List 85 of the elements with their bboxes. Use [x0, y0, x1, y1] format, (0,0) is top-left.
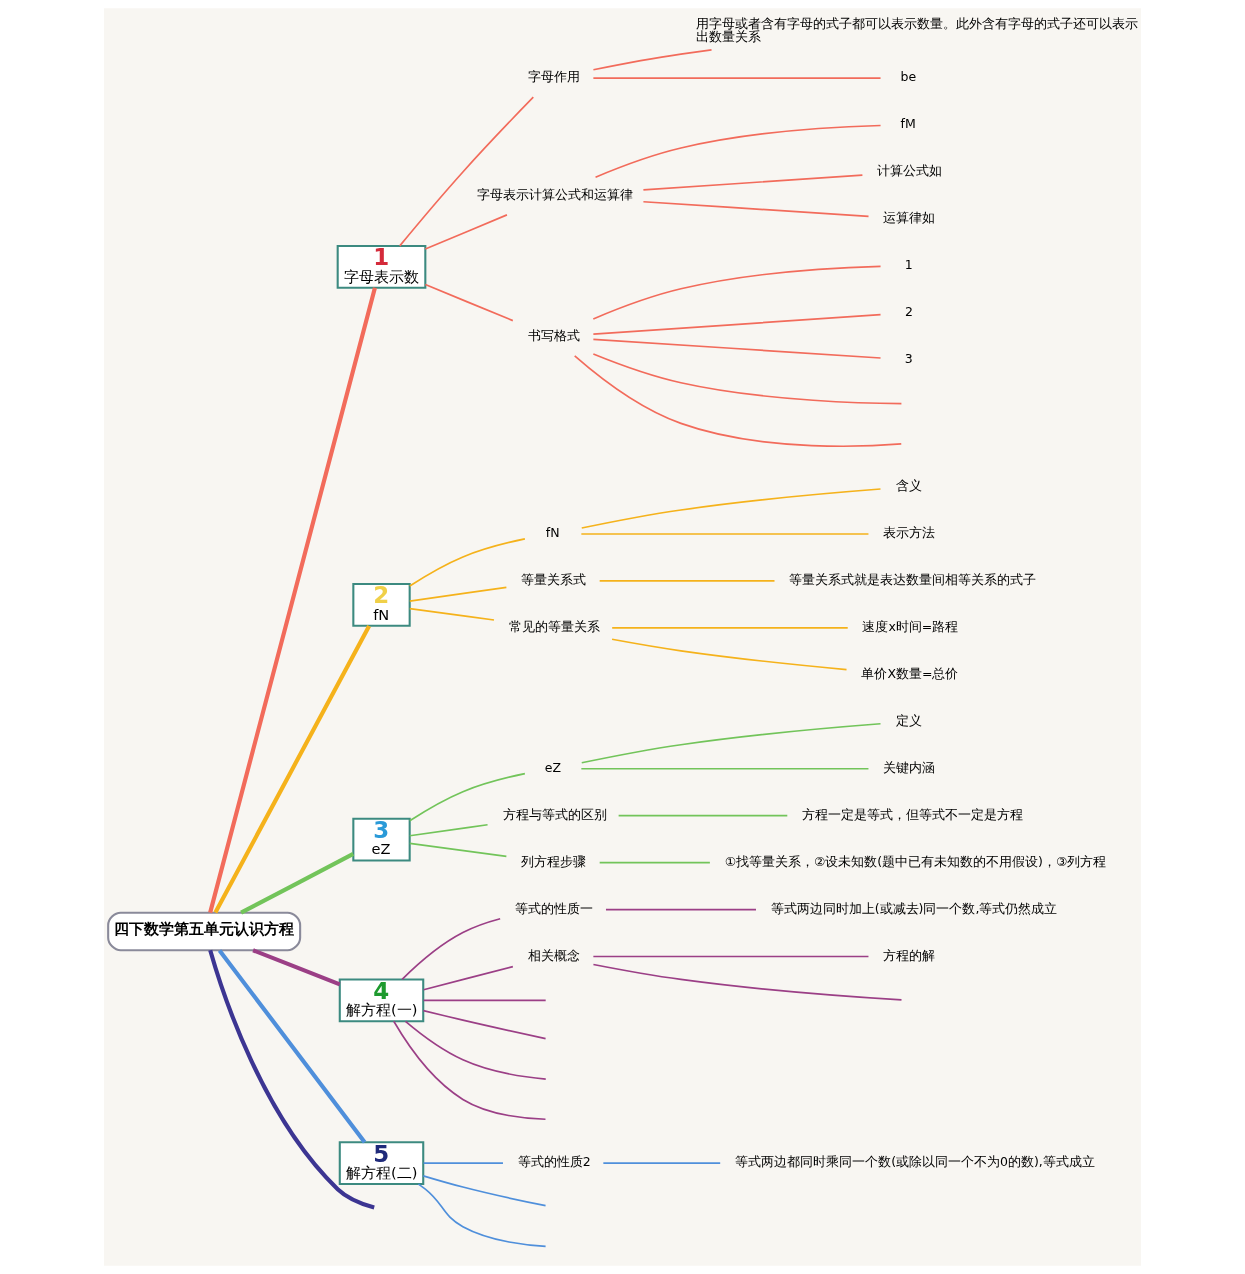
connector — [580, 767, 870, 770]
connector — [417, 1183, 547, 1248]
connector — [392, 1020, 547, 1121]
connector — [208, 287, 377, 914]
node-text: 字母作用 — [527, 69, 580, 85]
node-text: eZ — [544, 759, 562, 775]
connector — [605, 908, 757, 911]
connector — [398, 96, 535, 247]
connector — [592, 338, 882, 359]
node-text: 方程一定是等式，但等式不一定是方程 — [801, 806, 1023, 822]
connector — [592, 313, 882, 335]
node-text: 等式两边都同时乘同一个数(或除以同一个不为0的数),等式成立 — [735, 1154, 1095, 1170]
connector — [408, 842, 508, 858]
node-text: 等式两边同时加上(或减去)同一个数,等式仍然成立 — [770, 900, 1058, 916]
connector — [408, 823, 489, 837]
connector — [422, 1175, 547, 1207]
connector — [424, 283, 514, 322]
connector — [422, 965, 514, 991]
connector — [592, 353, 903, 405]
node-text: 等量关系式就是表达数量间相等关系的式子 — [789, 572, 1037, 588]
node-text: 等量关系式 — [521, 572, 587, 588]
connector — [611, 627, 849, 629]
connector — [408, 772, 526, 822]
node-text: 3 — [904, 350, 913, 366]
node-text: 定义 — [895, 713, 922, 728]
connector — [573, 355, 903, 447]
node-text: 速度x时间=路程 — [862, 619, 959, 635]
connector — [408, 586, 508, 602]
node-text: 用字母或者含有字母的式子都可以表示数量。此外含有字母的式子还可以表示出数量关系 — [695, 15, 1138, 45]
node-box: 3 eZ — [352, 817, 411, 862]
node-text: 列方程步骤 — [521, 853, 587, 869]
connector — [642, 174, 864, 191]
connector — [580, 722, 882, 764]
node-text: 单价X数量=总价 — [861, 666, 959, 682]
node-text: 书写格式 — [527, 328, 580, 344]
node-text: 2 — [904, 304, 913, 320]
connector — [424, 214, 508, 250]
node-text: 方程的解 — [883, 947, 936, 963]
connector — [602, 1162, 722, 1164]
node-text: 表示方法 — [883, 525, 936, 541]
node-text: 含义 — [895, 478, 922, 494]
node-text: 运算律如 — [883, 210, 936, 226]
connector — [217, 949, 367, 1144]
node-box: 4 解方程(一) — [338, 978, 425, 1023]
connector — [617, 814, 789, 817]
connector — [408, 538, 526, 587]
connector — [592, 265, 882, 320]
connector — [592, 963, 903, 1001]
connector — [208, 949, 375, 1210]
node-text: 1 — [904, 257, 913, 273]
connector — [598, 861, 711, 864]
connector — [401, 917, 501, 981]
connector — [592, 955, 870, 958]
connector — [580, 488, 882, 529]
node-text: fM — [900, 116, 916, 132]
connector — [252, 948, 341, 987]
node-box: 1 字母表示数 — [336, 245, 427, 289]
node-text: 常见的等量关系 — [508, 619, 600, 635]
connector — [408, 607, 495, 621]
node-box: 四下数学第五单元认识方程 — [107, 911, 302, 952]
connector — [240, 852, 355, 915]
node-box: 5 解方程(二) — [338, 1141, 425, 1185]
node-text: 等式的性质2 — [517, 1154, 591, 1170]
connector — [422, 1162, 504, 1164]
connector — [642, 200, 870, 218]
connector — [592, 49, 713, 71]
node-text: 计算公式如 — [877, 163, 943, 179]
connector — [422, 999, 547, 1002]
node-text: ①找等量关系，②设未知数(题中已有未知数的不用假设)，③列方程 — [724, 853, 1107, 869]
connector — [594, 124, 882, 178]
node-text: 等式的性质一 — [515, 900, 594, 916]
connector — [580, 533, 870, 535]
connector — [213, 625, 371, 914]
node-text: 关键内涵 — [883, 759, 936, 775]
node-text: 相关概念 — [527, 947, 580, 963]
node-text: fN — [545, 525, 560, 541]
connector — [592, 77, 882, 79]
connector — [422, 1009, 547, 1040]
node-text: 字母表示计算公式和运算律 — [477, 187, 634, 203]
node-box: 2 fN — [352, 583, 411, 627]
connector — [611, 638, 848, 671]
node-text: 方程与等式的区别 — [502, 806, 607, 822]
connector — [598, 580, 776, 582]
node-text: be — [900, 69, 917, 85]
connector — [404, 1020, 547, 1080]
